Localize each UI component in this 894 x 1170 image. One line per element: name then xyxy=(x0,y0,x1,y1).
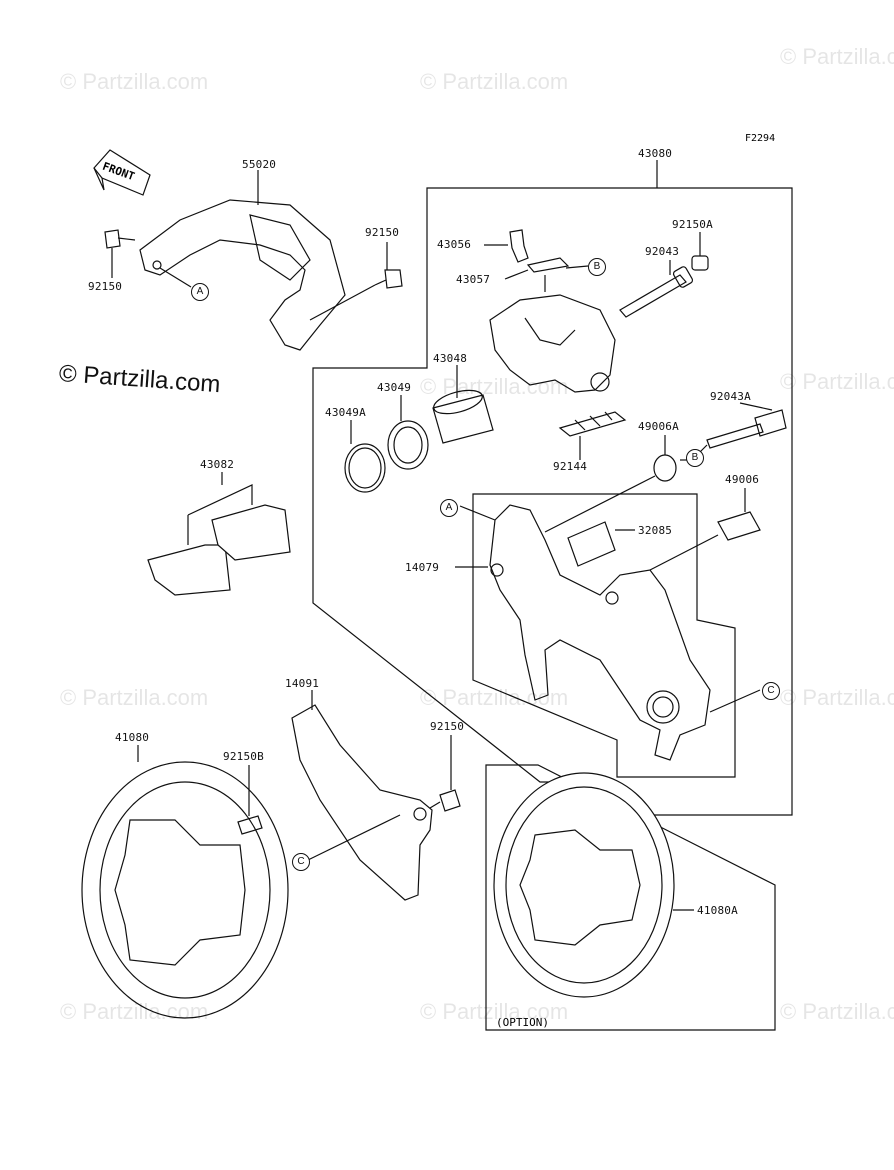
brake-disc-41080 xyxy=(81,761,289,1019)
part-label-43049[interactable]: 43049 xyxy=(377,381,412,394)
part-label-49006[interactable]: 49006 xyxy=(725,473,760,486)
watermark: © Partzilla.com xyxy=(420,685,569,710)
callout-c: C xyxy=(762,682,780,700)
watermark: © Partzilla.com xyxy=(780,44,894,69)
part-label-43048[interactable]: 43048 xyxy=(433,352,468,365)
part-label-92150-left[interactable]: 92150 xyxy=(88,280,123,293)
part-label-92150-cover[interactable]: 92150 xyxy=(430,720,465,733)
part-label-55020[interactable]: 55020 xyxy=(242,158,277,171)
pin-92043 xyxy=(619,274,687,318)
part-label-14091[interactable]: 14091 xyxy=(285,677,320,690)
seal-43049A xyxy=(344,443,386,493)
callout-a: A xyxy=(191,283,209,301)
bushing-49006 xyxy=(717,511,761,541)
callout-a: A xyxy=(440,499,458,517)
bolt-92150-guard xyxy=(374,269,403,289)
part-label-41080A[interactable]: 41080A xyxy=(697,904,738,917)
part-label-92150A[interactable]: 92150A xyxy=(672,218,713,231)
part-label-92144[interactable]: 92144 xyxy=(553,460,588,473)
piston-43048 xyxy=(432,394,494,444)
option-label: (OPTION) xyxy=(496,1016,549,1029)
part-label-92043A[interactable]: 92043A xyxy=(710,390,751,403)
part-label-92150-guard[interactable]: 92150 xyxy=(365,226,400,239)
callout-c: C xyxy=(292,853,310,871)
bolt-92150-left xyxy=(104,229,136,249)
boot-49006A xyxy=(653,454,677,482)
callout-b: B xyxy=(686,449,704,467)
watermark: © Partzilla.com xyxy=(60,685,209,710)
watermark: © Partzilla.com xyxy=(780,369,894,394)
watermark: © Partzilla.com xyxy=(60,69,209,94)
option-box xyxy=(485,764,776,1031)
watermark: © Partzilla.com xyxy=(420,999,569,1024)
disc-cover-14091 xyxy=(291,704,433,901)
watermark: © Partzilla.com xyxy=(780,685,894,710)
watermark: © Partzilla.com xyxy=(60,999,209,1024)
bolt-92150B xyxy=(237,815,263,835)
callout-b: B xyxy=(588,258,606,276)
part-label-43057[interactable]: 43057 xyxy=(456,273,491,286)
caliper-bracket-14079 xyxy=(489,504,711,761)
seal-43049 xyxy=(387,420,429,470)
plate-32085 xyxy=(567,521,616,567)
caliper-assembly-frame xyxy=(312,187,793,816)
brake-pad-43082-front xyxy=(147,544,231,596)
bleed-screw-43056 xyxy=(509,229,529,263)
spring-92144 xyxy=(558,411,627,437)
brake-pad-43082-rear xyxy=(211,504,291,561)
part-label-43056[interactable]: 43056 xyxy=(437,238,472,251)
part-label-49006A[interactable]: 49006A xyxy=(638,420,679,433)
brake-disc-41080A xyxy=(493,772,675,998)
part-label-32085[interactable]: 32085 xyxy=(638,524,673,537)
part-label-92150B[interactable]: 92150B xyxy=(223,750,264,763)
part-label-14079[interactable]: 14079 xyxy=(405,561,440,574)
part-label-43080[interactable]: 43080 xyxy=(638,147,673,160)
bolt-92150-cover xyxy=(429,789,461,812)
watermark: © Partzilla.com xyxy=(420,69,569,94)
watermark: © Partzilla.com xyxy=(420,374,569,399)
part-label-43082[interactable]: 43082 xyxy=(200,458,235,471)
pin-92043A xyxy=(706,423,764,449)
part-label-92043[interactable]: 92043 xyxy=(645,245,680,258)
caliper-guard-55020 xyxy=(139,199,346,351)
front-arrow-icon xyxy=(93,149,151,196)
watermark: © Partzilla.com xyxy=(780,999,894,1024)
part-label-43049A[interactable]: 43049A xyxy=(325,406,366,419)
bracket-frame xyxy=(472,493,736,778)
part-label-41080[interactable]: 41080 xyxy=(115,731,150,744)
figure-code: F2294 xyxy=(745,133,776,144)
